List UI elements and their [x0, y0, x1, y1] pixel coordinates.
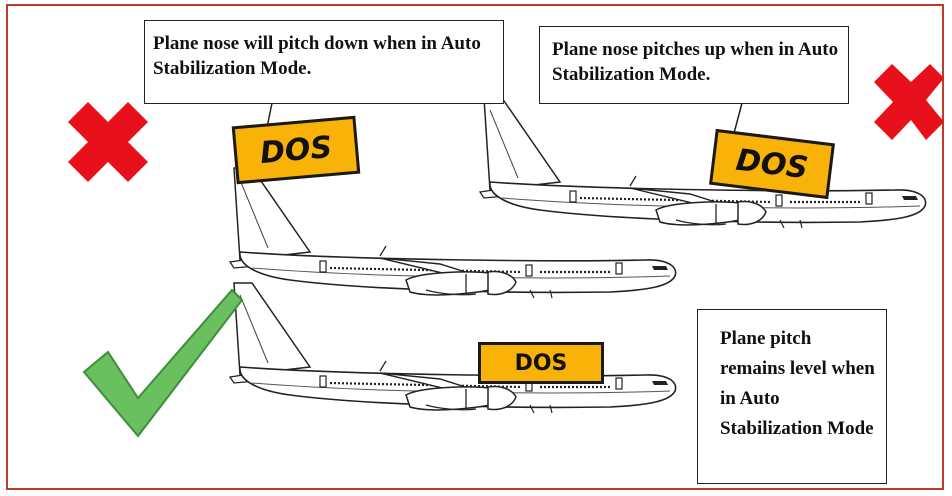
- dos-badge-middle: DOS: [478, 342, 604, 384]
- callout-pitch-up: Plane nose pitches up when in Auto Stabi…: [539, 26, 849, 104]
- callout-level: Plane pitch remains level when in Auto S…: [697, 309, 887, 484]
- callout-pitch-down: Plane nose will pitch down when in Auto …: [144, 20, 504, 104]
- plane-level: [228, 281, 677, 415]
- dos-badge-left: DOS: [231, 115, 361, 185]
- callout-pitch-up-text: Plane nose pitches up when in Auto Stabi…: [552, 39, 839, 85]
- dos-badge-middle-label: DOS: [514, 350, 568, 376]
- plane-pitched-up: [478, 96, 927, 230]
- dos-badge-right-label: DOS: [734, 142, 810, 186]
- x-mark-icon: [874, 64, 944, 140]
- dos-badge-left-label: DOS: [258, 129, 334, 171]
- callout-pitch-down-text: Plane nose will pitch down when in Auto …: [153, 33, 481, 79]
- check-mark-icon: [82, 288, 244, 438]
- x-mark-icon: [68, 102, 148, 182]
- callout-level-text: Plane pitch remains level when in Auto S…: [720, 328, 875, 439]
